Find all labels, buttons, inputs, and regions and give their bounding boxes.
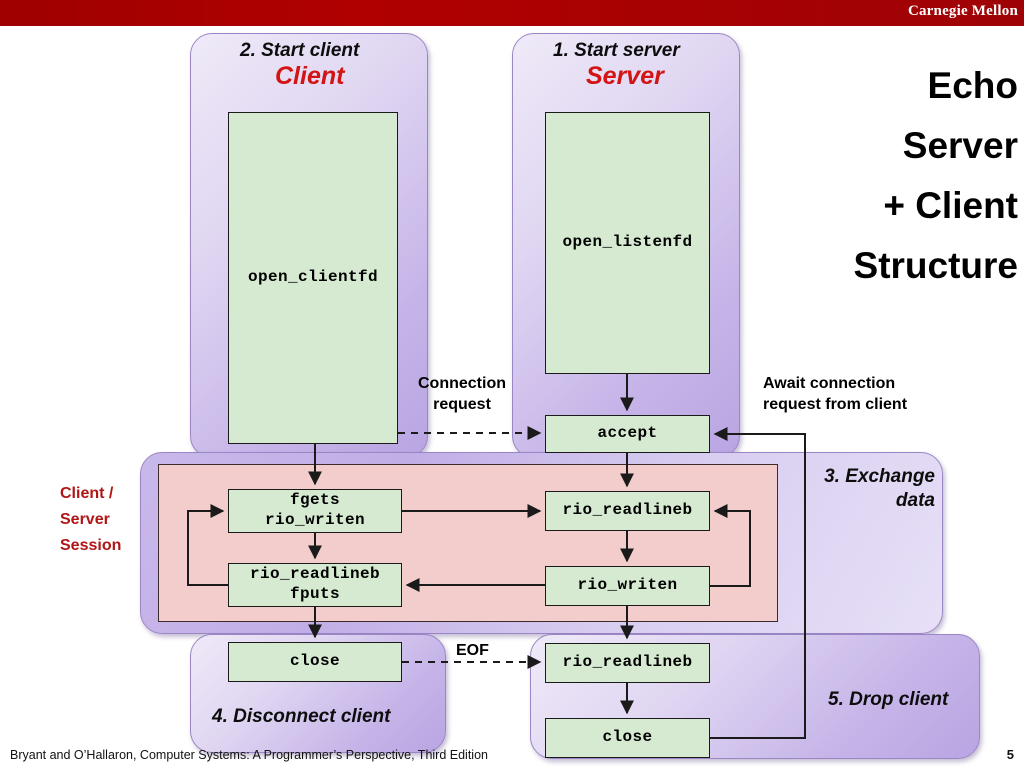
await-line1: Await connection (763, 375, 896, 392)
codebox-server-close: close (545, 718, 710, 758)
codebox-open-clientfd: open_clientfd (228, 112, 398, 444)
panel-title-exchange: 3. Exchange data (795, 465, 935, 514)
codebox-client-rio-readlineb-fputs: rio_readlineb fputs (228, 563, 402, 607)
role-title-client: Client (275, 62, 345, 90)
exchange-step-line2: data (895, 490, 935, 512)
panel-title-drop: 5. Drop client (828, 689, 949, 710)
codebox-accept: accept (545, 415, 710, 453)
title-line-1: Echo (927, 65, 1018, 106)
title-line-4: Structure (853, 244, 1018, 286)
connection-request-line2: request (433, 396, 491, 414)
panel-title-client: 2. Start client (240, 40, 360, 61)
title-line-2: Server (902, 124, 1018, 166)
codebox-server-rio-readlineb: rio_readlineb (545, 491, 710, 531)
header-band: Carnegie Mellon (0, 0, 1024, 26)
await-line2: request from client (763, 396, 908, 414)
session-line2: Server (60, 510, 110, 528)
page-title: Echo Server + Client Structure (762, 56, 1024, 296)
connection-request-line1: Connection (418, 375, 506, 392)
annotation-connection-request: Connection request (418, 373, 506, 415)
codebox-open-listenfd: open_listenfd (545, 112, 710, 374)
annotation-eof: EOF (456, 642, 489, 659)
footer-citation: Bryant and O’Hallaron, Computer Systems:… (10, 748, 488, 762)
codebox-client-fgets-rio-writen: fgets rio_writen (228, 489, 402, 533)
annotation-await-connection: Await connection request from client (763, 373, 907, 415)
annotation-client-server-session: Client / Server Session (60, 481, 121, 559)
exchange-step-line1: 3. Exchange (824, 466, 935, 487)
codebox-server-rio-writen: rio_writen (545, 566, 710, 606)
codebox-client-close: close (228, 642, 402, 682)
brand-label: Carnegie Mellon (907, 3, 1018, 19)
session-line3: Session (60, 536, 122, 554)
session-line1: Client / (60, 485, 114, 502)
page-number: 5 (1006, 747, 1014, 762)
role-title-server: Server (586, 62, 664, 90)
codebox-server-rio-readlineb-eof: rio_readlineb (545, 643, 710, 683)
panel-title-disconnect: 4. Disconnect client (212, 706, 391, 727)
panel-title-server: 1. Start server (553, 40, 680, 61)
header-underline (0, 26, 1024, 29)
title-line-3: + Client (883, 184, 1018, 226)
